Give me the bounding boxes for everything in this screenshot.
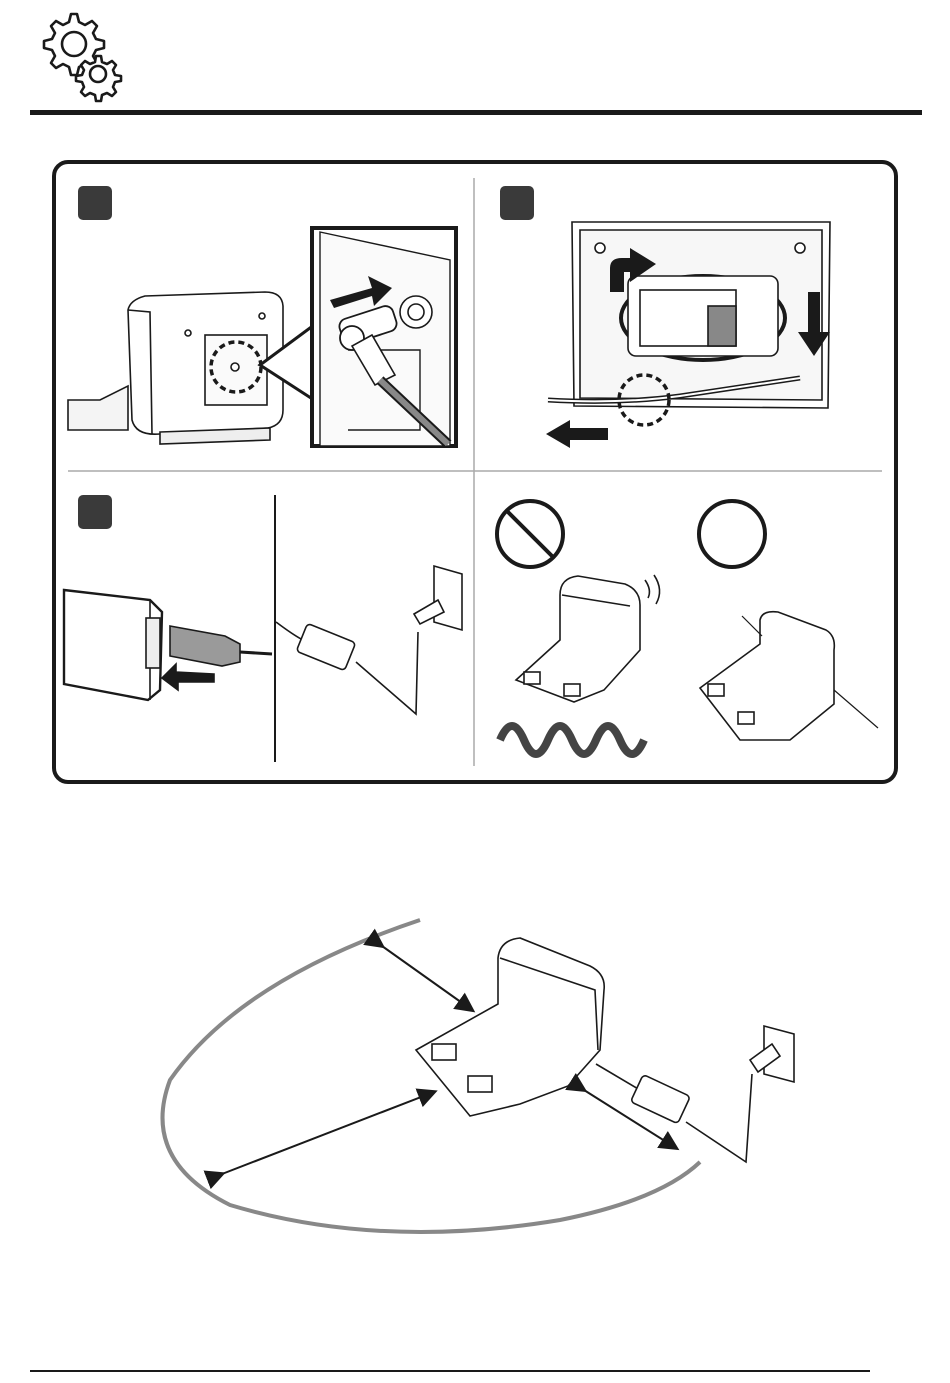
footer-rule	[30, 1370, 870, 1372]
adapter-to-outlet	[596, 1026, 794, 1162]
instruction-panel	[52, 160, 898, 784]
clearance-zone	[163, 920, 701, 1232]
gears-icon	[44, 14, 121, 101]
dock-station-illustration	[416, 938, 604, 1116]
